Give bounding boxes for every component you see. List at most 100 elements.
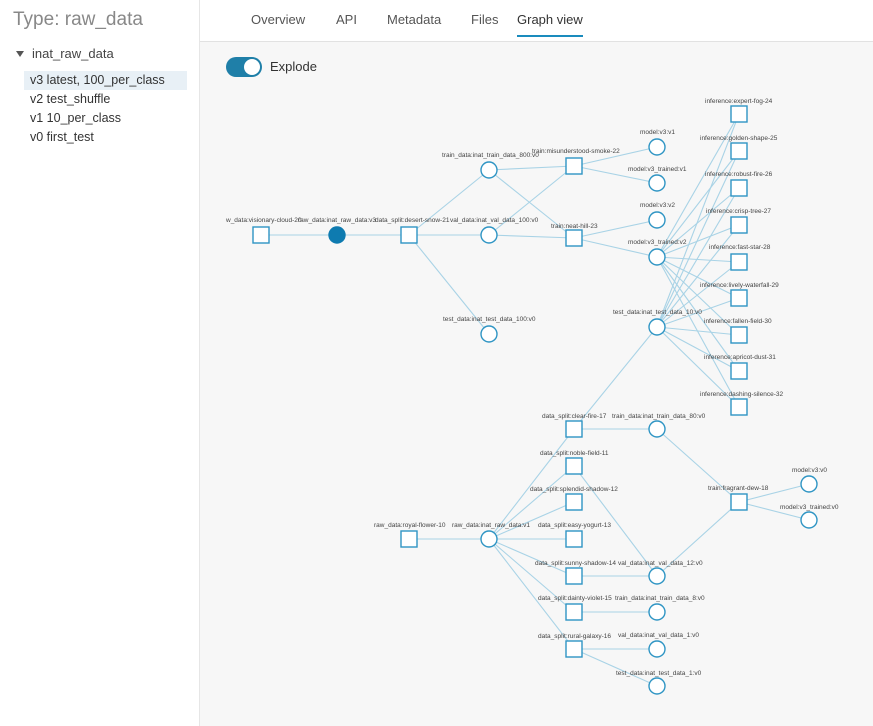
run-node[interactable]: inference:golden-shape-25 [700, 135, 778, 160]
version-list: v3 latest, 100_per_class v2 test_shuffle… [24, 71, 187, 147]
node-label: inference:golden-shape-25 [700, 135, 778, 142]
graph-edge [573, 219, 658, 239]
artifact-circle-icon[interactable] [800, 511, 818, 529]
artifact-node[interactable]: train_data:inat_train_data_80:v0 [612, 413, 706, 438]
run-node[interactable]: train:misunderstood-smoke-22 [532, 148, 620, 175]
artifact-node[interactable]: train_data:inat_train_data_800:v0 [442, 152, 539, 179]
run-square-icon[interactable] [730, 362, 748, 380]
run-square-icon[interactable] [400, 530, 418, 548]
run-square-icon[interactable] [730, 179, 748, 197]
artifact-node[interactable]: model:v3:v0 [792, 467, 827, 493]
artifact-circle-icon[interactable] [648, 318, 666, 336]
run-node[interactable]: data_split:desert-snow-21 [375, 217, 450, 244]
run-node[interactable]: data_split:sunny-shadow-14 [535, 560, 616, 585]
run-square-icon[interactable] [565, 420, 583, 438]
run-square-icon[interactable] [565, 603, 583, 621]
artifact-node[interactable]: model:v3:v2 [640, 202, 675, 229]
run-square-icon[interactable] [565, 530, 583, 548]
artifact-node[interactable]: val_data:inat_val_data_100:v0 [450, 217, 539, 244]
node-label: test_data:inat_test_data_1:v0 [616, 670, 702, 677]
tab-overview[interactable]: Overview [251, 12, 306, 27]
run-node[interactable]: inference:lively-waterfall-29 [700, 282, 779, 307]
artifact-node[interactable]: train_data:inat_train_data_8:v0 [615, 595, 705, 621]
artifact-node[interactable]: test_data:inat_test_data_10:v0 [613, 309, 702, 336]
run-square-icon[interactable] [730, 253, 748, 271]
run-square-icon[interactable] [730, 398, 748, 416]
artifact-node[interactable]: model:v3_trained:v1 [628, 166, 687, 192]
version-item[interactable]: v2 test_shuffle [30, 92, 111, 106]
version-item[interactable]: v0 first_test [30, 130, 94, 144]
artifact-circle-icon[interactable] [648, 603, 666, 621]
artifact-circle-icon[interactable] [480, 530, 498, 548]
run-node[interactable]: inference:expert-fog-24 [705, 98, 773, 123]
artifact-node[interactable]: model:v3:v1 [640, 129, 675, 156]
run-node[interactable]: data_split:noble-field-11 [540, 450, 609, 475]
artifact-circle-icon[interactable] [480, 161, 498, 179]
run-node[interactable]: train:fragrant-dew-18 [708, 485, 769, 511]
artifact-circle-icon[interactable] [648, 640, 666, 658]
run-square-icon[interactable] [565, 640, 583, 658]
run-square-icon[interactable] [565, 229, 583, 247]
run-square-icon[interactable] [730, 326, 748, 344]
tab-files[interactable]: Files [471, 12, 499, 27]
node-label: train_data:inat_train_data_80:v0 [612, 413, 706, 420]
artifact-node[interactable]: model:v3_trained:v2 [628, 239, 687, 266]
type-title: Type: raw_data [13, 9, 143, 30]
run-square-icon[interactable] [565, 457, 583, 475]
artifact-circle-icon[interactable] [800, 475, 818, 493]
lineage-graph[interactable]: w_data:visionary-cloud-20raw_data:inat_r… [200, 0, 873, 726]
run-node[interactable]: data_split:easy-yogurt-13 [538, 522, 611, 548]
run-node[interactable]: train:neat-hill-23 [551, 223, 598, 247]
run-node[interactable]: data_split:dainty-violet-15 [538, 595, 612, 621]
run-node[interactable]: raw_data:royal-flower-10 [374, 522, 446, 548]
artifact-node[interactable]: test_data:inat_test_data_100:v0 [443, 316, 536, 343]
artifact-node[interactable]: test_data:inat_test_data_1:v0 [616, 670, 702, 695]
artifact-circle-icon[interactable] [648, 248, 666, 266]
artifact-circle-icon[interactable] [648, 211, 666, 229]
tab-graph-view[interactable]: Graph view [517, 12, 583, 37]
artifact-node[interactable]: raw_data:inat_raw_data:v1 [452, 522, 530, 548]
node-label: raw_data:inat_raw_data:v1 [452, 522, 530, 529]
artifact-circle-icon[interactable] [648, 420, 666, 438]
artifact-circle-icon[interactable] [480, 226, 498, 244]
tab-api[interactable]: API [336, 12, 357, 27]
artifact-circle-icon[interactable] [648, 567, 666, 585]
run-node[interactable]: w_data:visionary-cloud-20 [225, 217, 302, 244]
artifact-circle-icon[interactable] [648, 138, 666, 156]
run-square-icon[interactable] [730, 105, 748, 123]
run-node[interactable]: data_split:clear-fire-17 [542, 413, 607, 438]
artifact-node[interactable]: val_data:inat_val_data_12:v0 [618, 560, 703, 585]
artifact-circle-icon[interactable] [480, 325, 498, 343]
version-item[interactable]: v1 10_per_class [30, 111, 122, 125]
run-square-icon[interactable] [565, 567, 583, 585]
run-node[interactable]: inference:robust-fire-26 [705, 171, 773, 197]
artifact-circle-icon[interactable] [648, 174, 666, 192]
run-square-icon[interactable] [730, 216, 748, 234]
explode-toggle[interactable] [226, 57, 262, 77]
run-node[interactable]: inference:fallen-field-30 [704, 318, 772, 344]
run-square-icon[interactable] [565, 493, 583, 511]
artifact-circle-icon[interactable] [648, 677, 666, 695]
version-item[interactable]: v3 latest, 100_per_class [24, 71, 187, 90]
caret-down-icon[interactable] [16, 50, 24, 57]
tab-metadata[interactable]: Metadata [387, 12, 442, 27]
artifact-node[interactable]: model:v3_trained:v0 [780, 504, 839, 529]
run-node[interactable]: inference:crisp-tree-27 [706, 208, 771, 234]
run-node[interactable]: inference:dashing-silence-32 [700, 391, 783, 416]
run-node[interactable]: inference:fast-star-28 [709, 244, 771, 271]
run-square-icon[interactable] [730, 289, 748, 307]
run-square-icon[interactable] [565, 157, 583, 175]
artifact-tree-root[interactable]: inat_raw_data [16, 46, 114, 61]
run-square-icon[interactable] [730, 493, 748, 511]
run-square-icon[interactable] [400, 226, 418, 244]
run-square-icon[interactable] [252, 226, 270, 244]
run-square-icon[interactable] [730, 142, 748, 160]
artifact-circle-icon[interactable] [328, 226, 346, 244]
run-node[interactable]: data_split:rural-galaxy-16 [538, 633, 611, 658]
artifact-node[interactable]: raw_data:inat_raw_data:v3 [298, 217, 376, 244]
node-label: val_data:inat_val_data_12:v0 [618, 560, 703, 567]
run-node[interactable]: data_split:splendid-shadow-12 [530, 486, 618, 511]
artifact-node[interactable]: val_data:inat_val_data_1:v0 [618, 632, 699, 658]
run-node[interactable]: inference:apricot-dust-31 [704, 354, 776, 380]
graph-edge [656, 326, 740, 336]
